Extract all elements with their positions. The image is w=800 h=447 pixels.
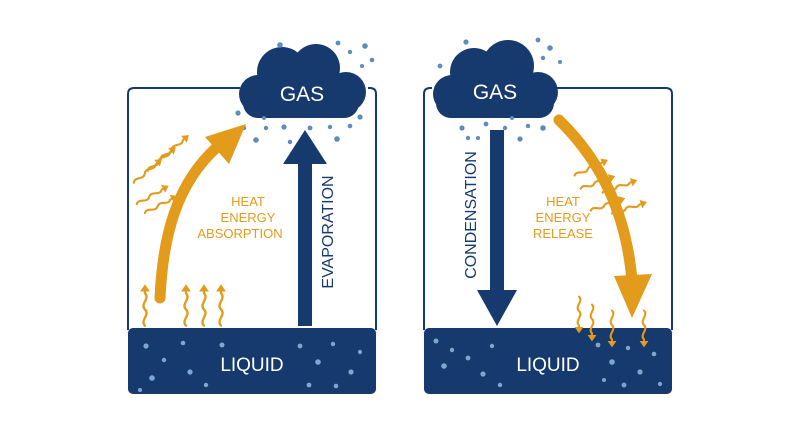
evaporation-panel: LIQUID GAS EVAPORATION [127,40,377,394]
condensation-arrow [477,130,517,326]
liquid-label: LIQUID [220,355,283,376]
condensation-label: CONDENSATION [463,151,480,279]
svg-text:RELEASE: RELEASE [533,226,593,241]
condensation-panel: LIQUID GAS CONDENSATION H [423,37,673,394]
liquid-block [424,328,672,394]
wavy-heat-arrow-icon [133,180,172,209]
gas-bubbles [235,40,375,145]
gas-label: GAS [280,83,324,106]
svg-text:ABSORPTION: ABSORPTION [197,226,282,241]
svg-text:HEAT: HEAT [231,194,265,209]
wavy-heat-arrow-icon [179,283,193,327]
heat-absorption-label: HEAT ENERGY ABSORPTION [197,194,282,241]
liquid-block [128,328,376,394]
svg-text:ENERGY: ENERGY [221,210,276,225]
svg-text:HEAT: HEAT [546,194,580,209]
liquid-bubbles [433,338,663,388]
wavy-heat-arrow-icon [573,295,585,335]
heat-absorption-arrow [154,124,246,304]
evaporation-arrow [283,130,327,326]
panel-frame [423,87,673,330]
gas-label: GAS [473,81,517,104]
panel-frame [127,87,377,330]
heat-release-label: HEAT ENERGY RELEASE [533,194,593,241]
wavy-heat-arrow-icon [197,283,211,327]
rising-heat-waves [138,283,228,327]
svg-text:ENERGY: ENERGY [536,210,591,225]
cloud-icon [433,40,558,118]
liquid-label: LIQUID [516,355,579,376]
liquid-bubbles [138,340,363,392]
cloud-icon [239,44,366,118]
wavy-heat-arrow-icon [138,283,152,327]
wavy-heat-arrow-icon [586,303,598,343]
evaporation-label: EVAPORATION [320,175,337,288]
gas-bubbles [437,37,562,142]
wavy-heat-arrow-icon [214,283,228,327]
